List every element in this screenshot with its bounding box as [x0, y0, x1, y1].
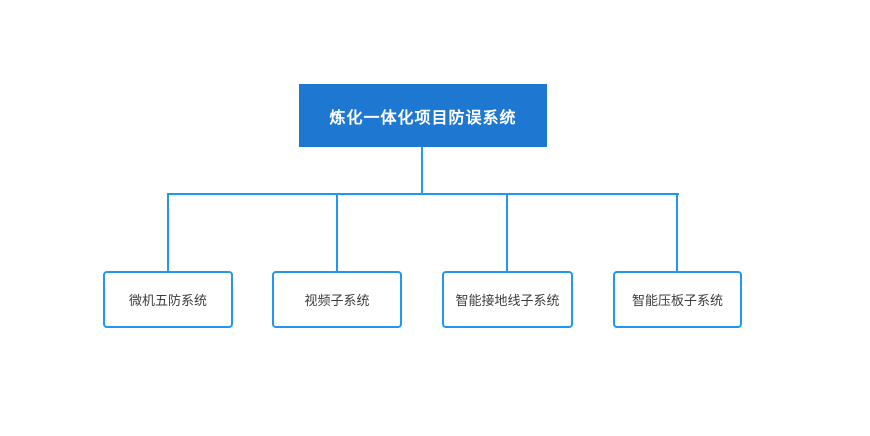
root-node-label: 炼化一体化项目防误系统: [329, 109, 517, 127]
connector-drop-1: [167, 193, 169, 271]
child-node-label: 视频子系统: [304, 293, 370, 308]
root-node[interactable]: 炼化一体化项目防误系统: [299, 84, 547, 147]
connector-drop-4: [676, 193, 678, 271]
connector-drop-2: [336, 193, 338, 271]
child-node-pressure-plate-subsystem[interactable]: 智能压板子系统: [613, 271, 742, 328]
connector-drop-3: [506, 193, 508, 271]
child-node-label: 智能接地线子系统: [455, 293, 560, 308]
child-node-wuji-wufang[interactable]: 微机五防系统: [103, 271, 233, 328]
child-node-video-subsystem[interactable]: 视频子系统: [272, 271, 402, 328]
child-node-label: 智能压板子系统: [631, 293, 723, 308]
child-node-grounding-wire-subsystem[interactable]: 智能接地线子系统: [442, 271, 573, 328]
connector-horizontal-rail: [167, 193, 679, 195]
child-node-label: 微机五防系统: [128, 293, 207, 308]
connector-root-stem: [421, 147, 423, 194]
